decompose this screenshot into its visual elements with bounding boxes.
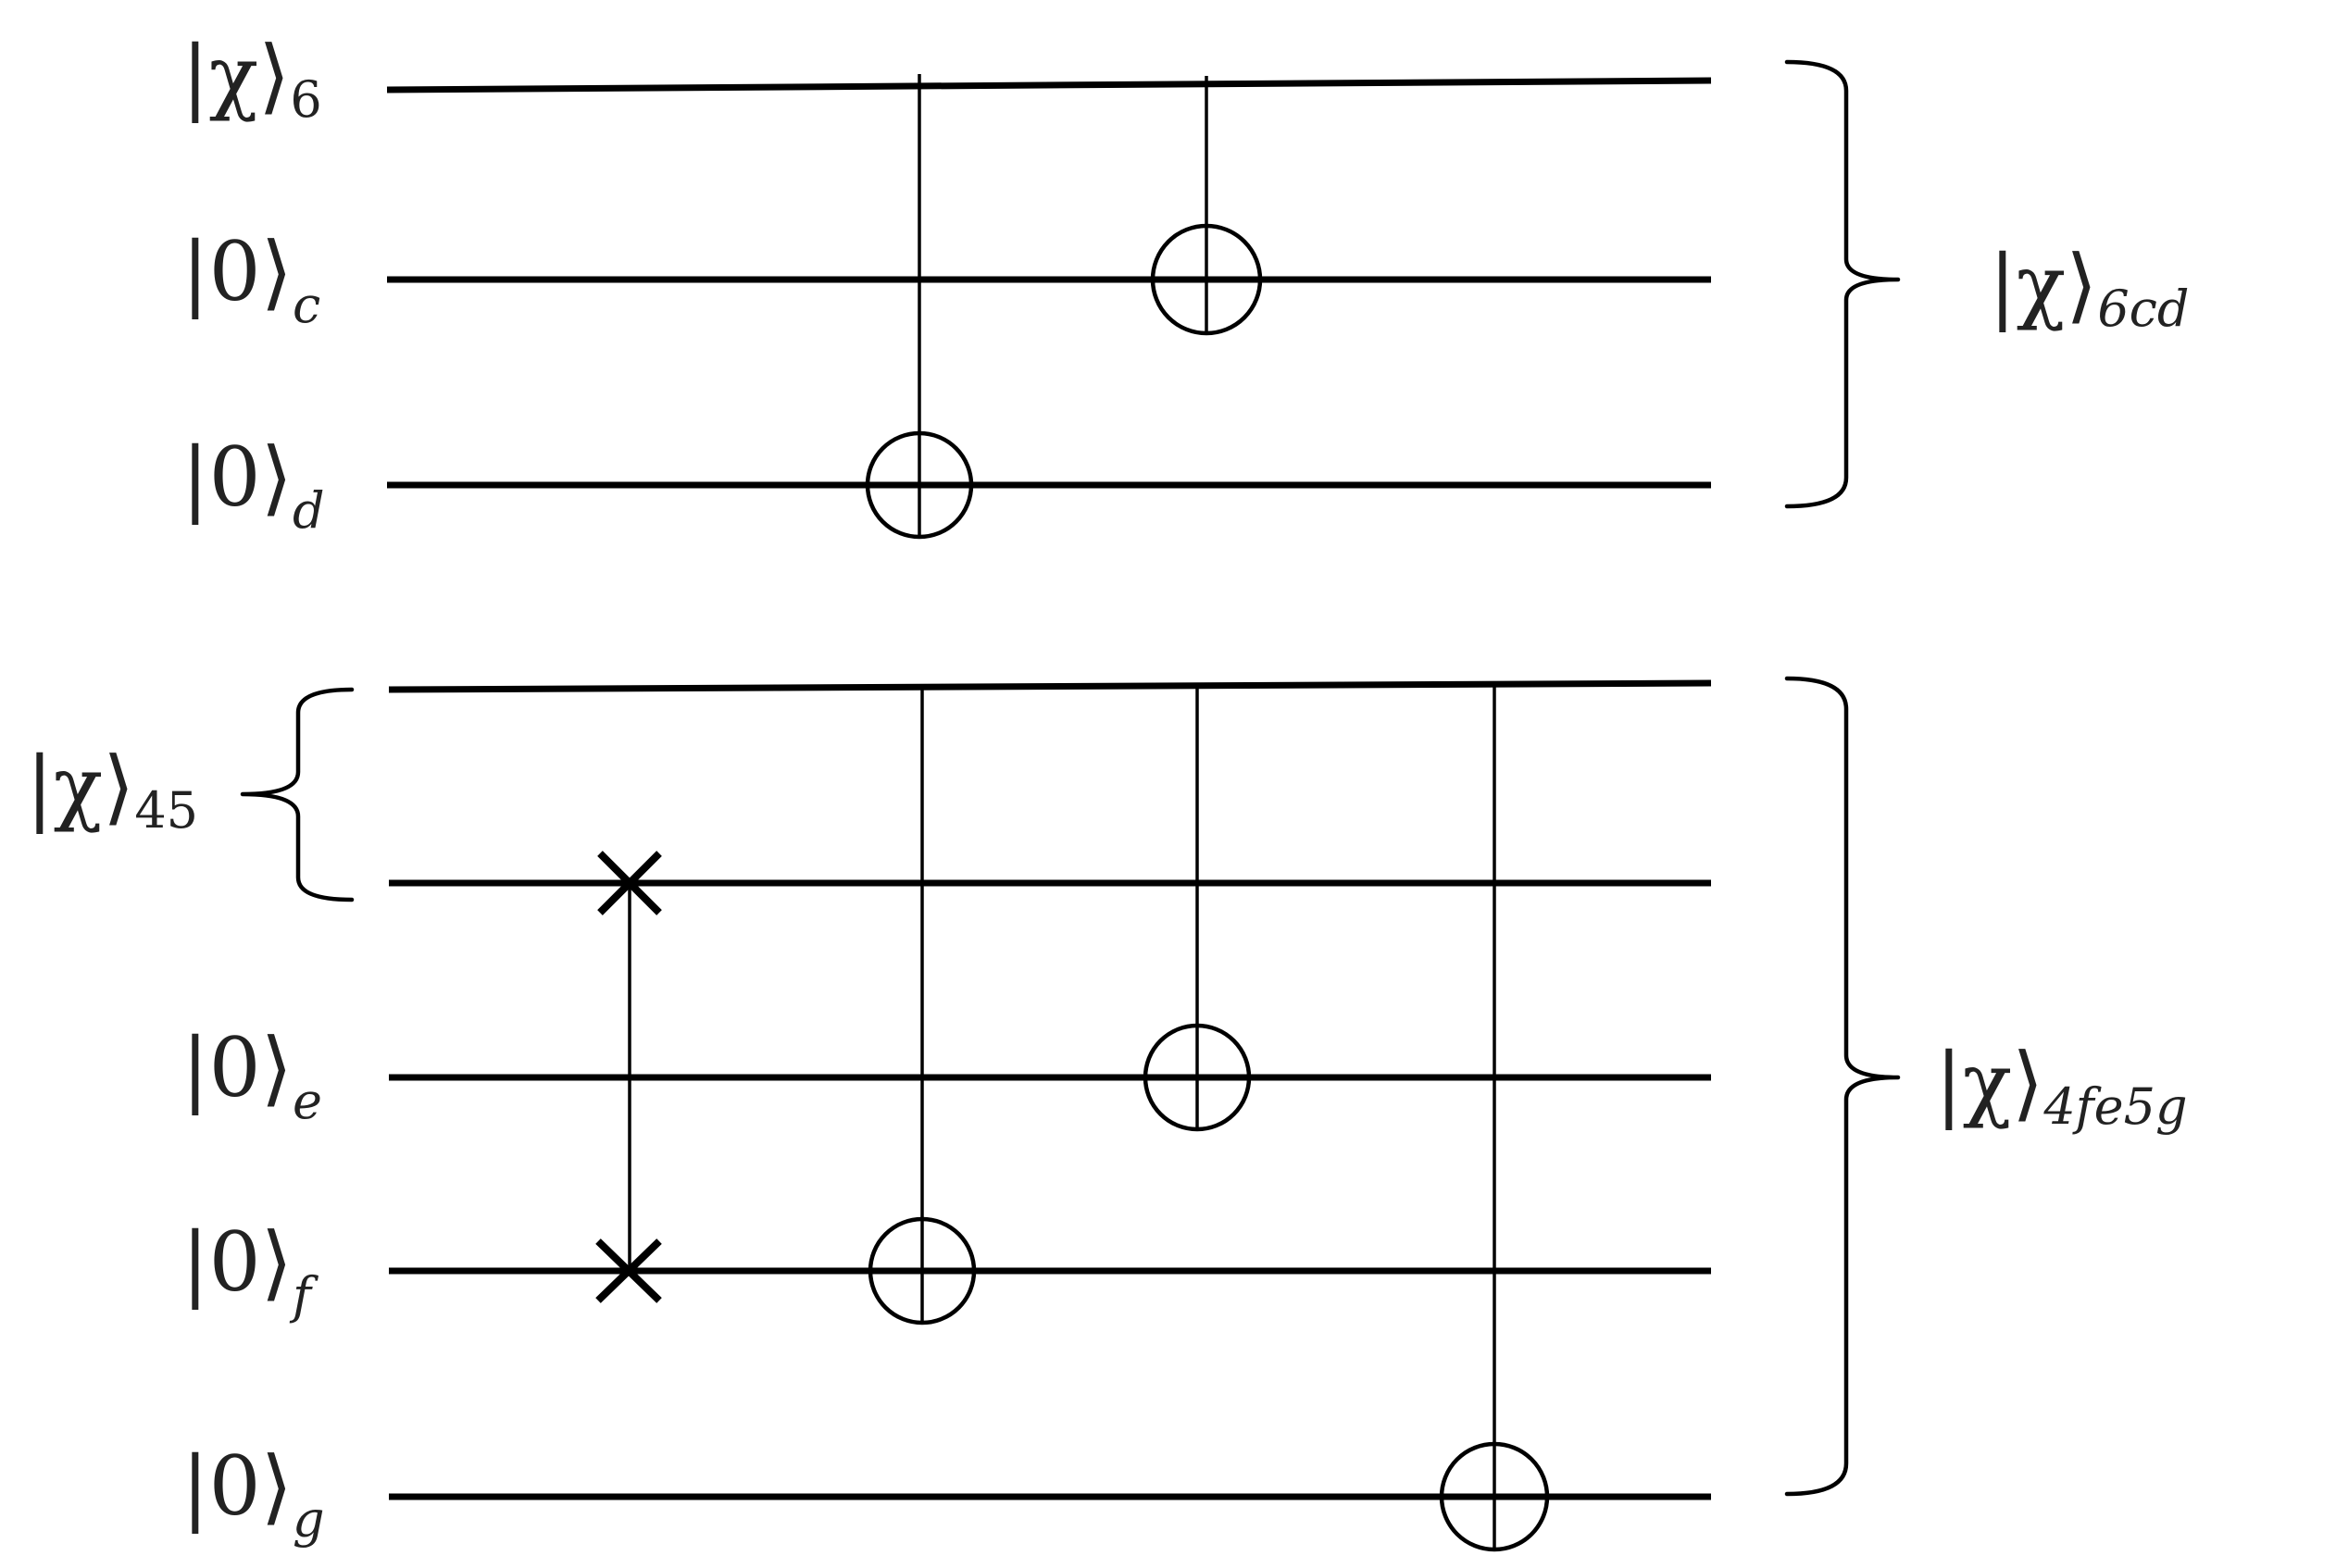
cnot-target-f [868, 1216, 977, 1325]
swap-x-mark-top [597, 851, 662, 915]
output-labels: |χ⟩6cd |χ⟩4fe5g [1935, 237, 2190, 1136]
ket-label-6: |χ⟩6 [181, 28, 322, 129]
wire-4 [388, 679, 1712, 693]
input-labels: |χ⟩6 |0⟩c |0⟩d |χ⟩45 |0⟩e |0⟩f |0⟩g [26, 28, 325, 1549]
brace-left-45 [240, 687, 355, 902]
cnot-target-c [1150, 223, 1263, 336]
wires [386, 77, 1712, 1500]
gate-connectors [628, 74, 1496, 1549]
cnot-target-e [1143, 1023, 1252, 1132]
brace-right-6cd [1784, 59, 1901, 509]
swap-x-mark-bottom [595, 1238, 662, 1303]
cnot-target-d [865, 430, 974, 540]
ket-label-f: |0⟩f [181, 1214, 319, 1325]
ket-label-c: |0⟩c [181, 224, 320, 334]
wire-6 [386, 77, 1712, 93]
ket-label-g: |0⟩g [181, 1438, 325, 1549]
ket-label-d: |0⟩d [181, 429, 325, 540]
cnot-targets [865, 223, 1550, 1552]
swap-gate [595, 851, 662, 1303]
ket-label-e: |0⟩e [181, 1020, 322, 1130]
cnot-target-g [1439, 1441, 1550, 1552]
braces [240, 59, 1901, 1497]
ket-label-4fe5g: |χ⟩4fe5g [1935, 1035, 2188, 1136]
ket-label-45: |χ⟩45 [26, 739, 198, 840]
ket-label-6cd: |χ⟩6cd [1989, 237, 2190, 338]
brace-right-4fe5g [1784, 676, 1901, 1497]
